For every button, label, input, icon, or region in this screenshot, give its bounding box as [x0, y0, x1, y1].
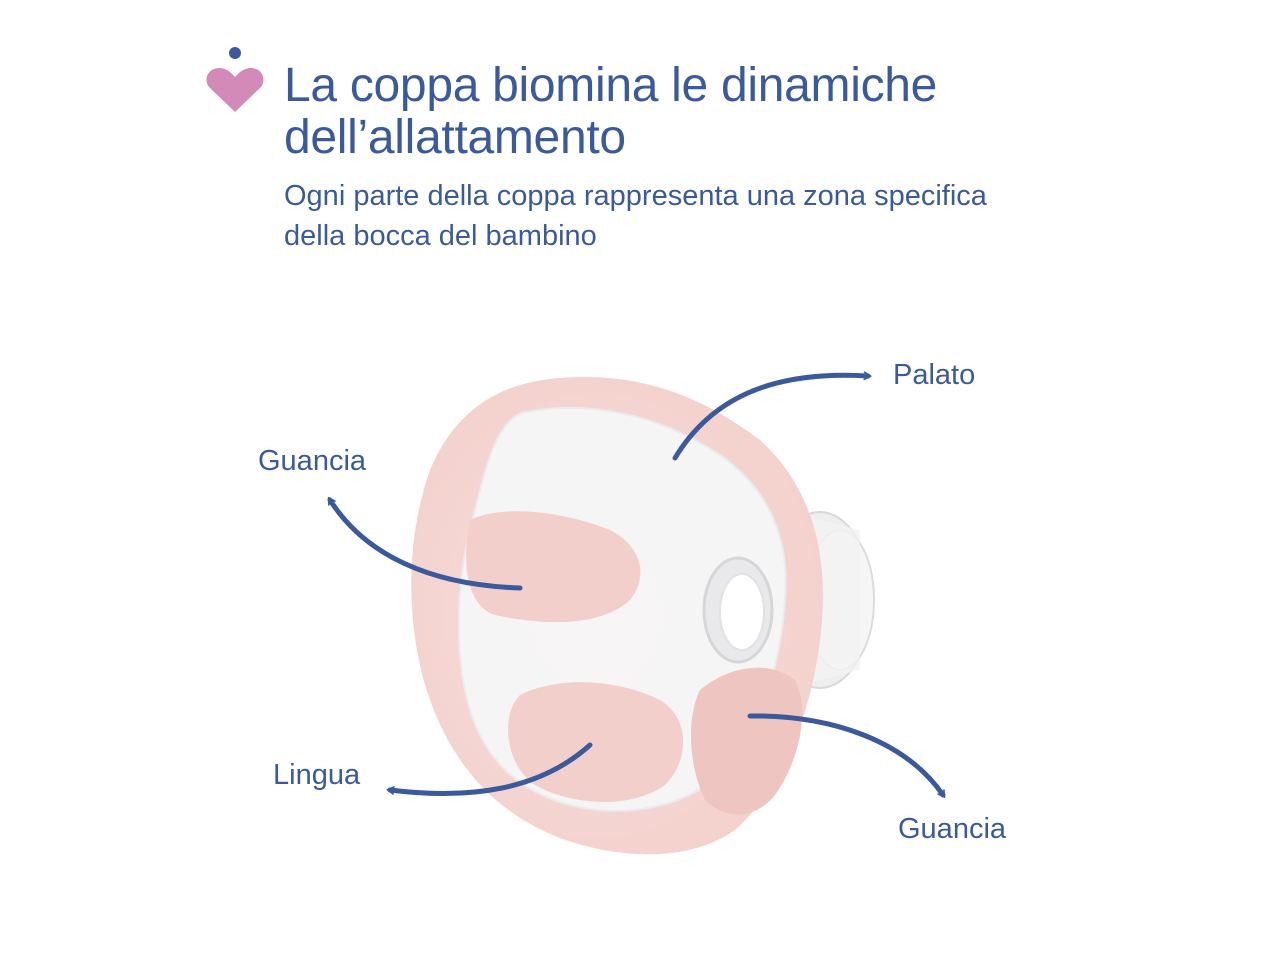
label-guancia-right: Guancia [898, 813, 1007, 845]
page-subtitle: Ogni parte della coppa rappresenta una z… [284, 180, 987, 252]
logo-heart [206, 67, 264, 112]
arrow-palato [672, 371, 872, 461]
cup-lobe-right [690, 667, 803, 815]
label-lingua: Lingua [273, 759, 361, 791]
brand-heart-icon [206, 47, 264, 112]
arrow-guancia-right [747, 713, 946, 799]
logo-dot [229, 47, 241, 59]
cup-lobe-upper-left [466, 511, 641, 623]
arrow-lingua [386, 742, 593, 796]
label-guancia-left: Guancia [258, 445, 367, 477]
label-palato: Palato [893, 359, 976, 391]
cup-lobe-lower [508, 682, 684, 802]
cup-center-opening [702, 556, 774, 664]
arrow-guancia-left [327, 496, 523, 591]
page-title: La coppa biomina le dinamiche dell’allat… [284, 59, 938, 164]
